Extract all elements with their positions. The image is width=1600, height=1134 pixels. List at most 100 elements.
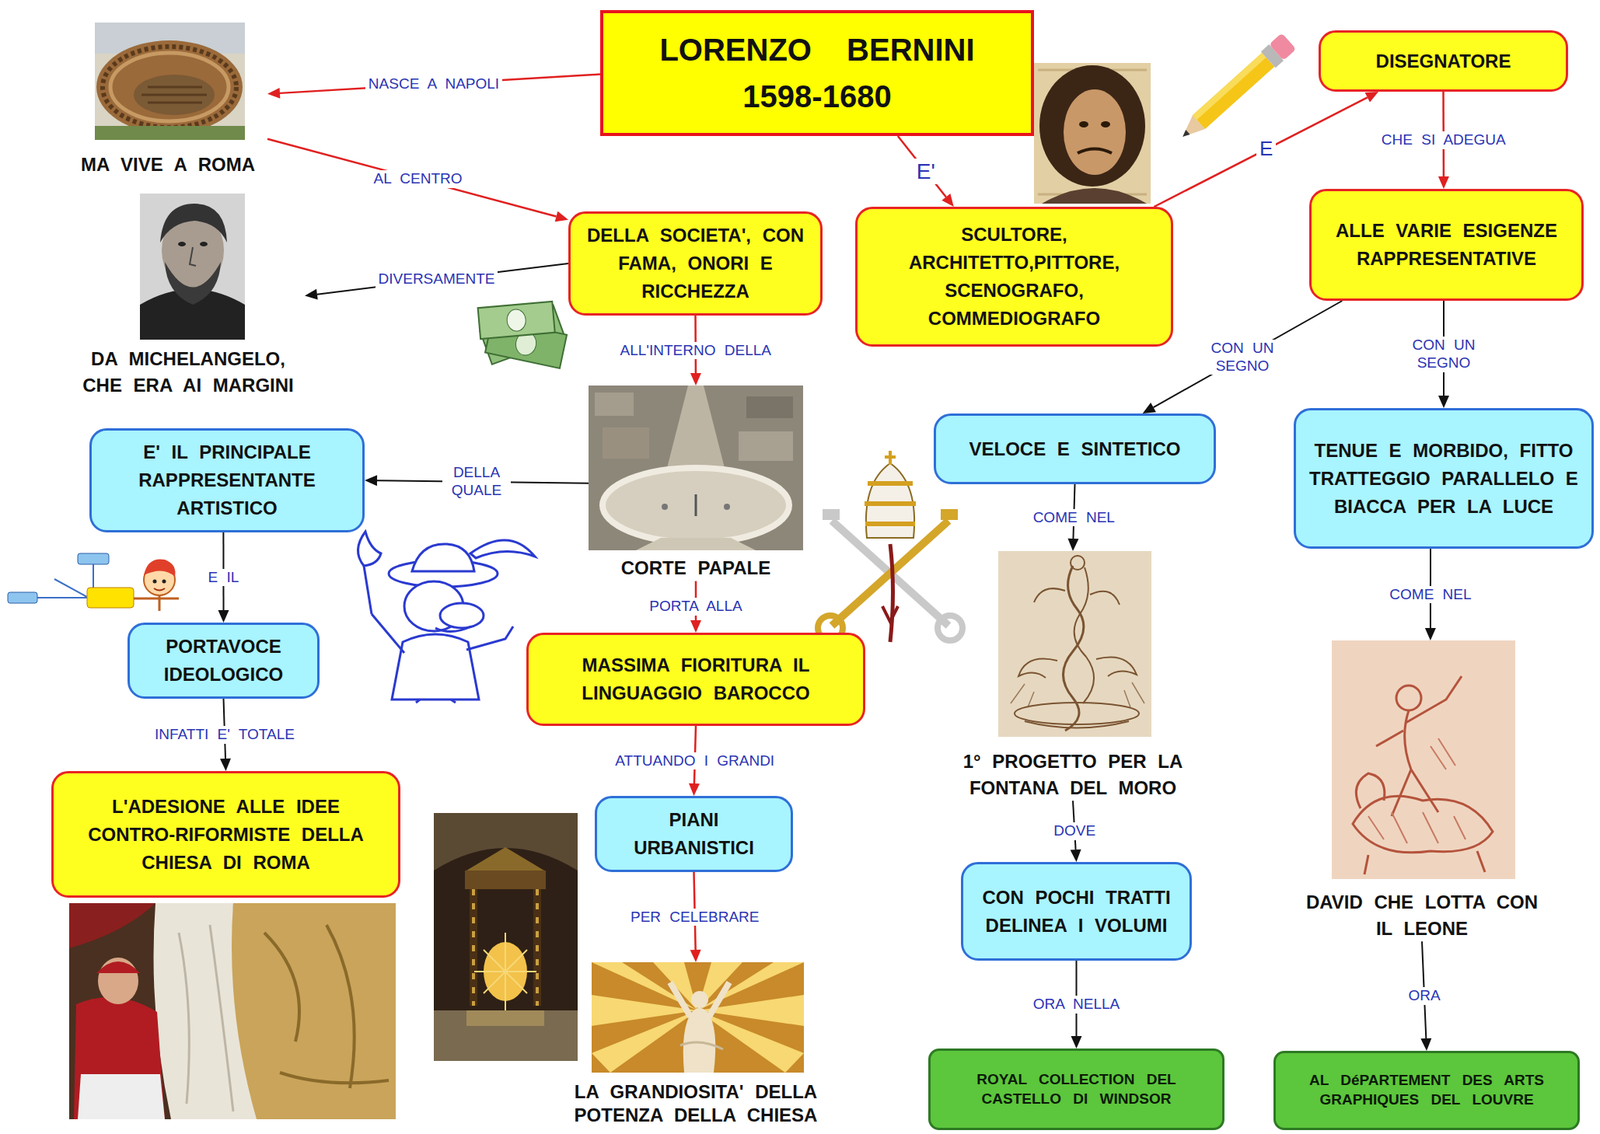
colosseum-photo-part — [94, 125, 245, 140]
arrowhead — [1420, 1038, 1432, 1052]
connector — [304, 263, 569, 301]
box-text: L'ADESIONE ALLE IDEE CONTRO-RIFORMISTE D… — [66, 793, 386, 877]
colosseum-photo-part — [141, 87, 207, 103]
caption-text: DAVID CHE LOTTA CON IL LEONE — [1293, 884, 1551, 942]
colosseum-photo-part — [102, 46, 237, 128]
musketeer-cartoon-part — [470, 540, 535, 559]
cardinal-painting-part — [69, 903, 396, 1120]
title-name: LORENZO BERNINI — [659, 26, 975, 74]
musketeer-cartoon-part — [412, 544, 475, 572]
edge-label: CON UN SEGNO — [1405, 336, 1482, 373]
arrowhead — [1438, 395, 1450, 409]
pencil-icon-part — [1192, 52, 1267, 120]
st-peter-square-photo-part — [602, 468, 790, 543]
edge-label: ORA NELLA — [1030, 995, 1124, 1014]
cardinal-painting-part — [73, 997, 165, 1120]
baldacchino-photo-part — [464, 870, 546, 890]
colosseum-photo-part — [110, 52, 229, 122]
cardinal-painting-part — [227, 903, 396, 1120]
box-text: CON POCHI TRATTI DELINEA I VOLUMI — [975, 883, 1178, 940]
st-peter-square-photo-part — [695, 494, 698, 517]
arrowhead — [304, 289, 318, 301]
caption-text: LA GRANDIOSITA' DELLA POTENZA DELLA CHIE… — [544, 1075, 848, 1128]
edge-label: DIVERSAMENTE — [375, 270, 499, 289]
arrowhead — [1142, 402, 1157, 414]
picture-node: LA GRANDIOSITA' DELLA POTENZA DELLA CHIE… — [544, 962, 848, 1128]
concept-box: ALLE VARIE ESIGENZE RAPPRESENTATIVE — [1309, 188, 1584, 301]
money-icon — [478, 301, 567, 369]
bernini-banknote-portrait-part — [1063, 89, 1126, 175]
statue-glory-photo-part — [591, 962, 804, 1073]
connector-line — [279, 74, 601, 94]
arrowhead — [1438, 176, 1450, 189]
arrowhead — [555, 211, 569, 223]
papal-keys-emblem-part — [864, 483, 916, 525]
papal-keys-emblem-part — [884, 450, 896, 465]
concept-box: PORTAVOCE IDEOLOGICO — [127, 622, 320, 699]
box-text: DISEGNATORE — [1376, 47, 1512, 76]
pencil-icon-part — [1192, 52, 1275, 130]
david-lion-sketch-part — [1331, 640, 1516, 880]
david-lion-sketch-part — [1368, 738, 1466, 844]
baldacchino-photo-part — [433, 1010, 578, 1062]
money-icon-part — [478, 301, 556, 339]
caption-text: 1° PROGETTO PER LA FONTANA DEL MORO — [932, 744, 1213, 801]
concept-box: SCULTORE, ARCHITETTO,PITTORE, SCENOGRAFO… — [855, 206, 1174, 347]
box-text: ALLE VARIE ESIGENZE RAPPRESENTATIVE — [1324, 216, 1569, 273]
papal-keys-emblem-part — [882, 606, 898, 622]
papal-keys-emblem-part — [937, 615, 963, 641]
cardinal-painting-part — [153, 903, 258, 1120]
edge-label: PORTA ALLA — [646, 597, 745, 616]
michelangelo-portrait-part — [199, 241, 208, 247]
musketeer-cartoon-part — [391, 634, 479, 700]
concept-box: TENUE E MORBIDO, FITTO TRATTEGGIO PARALL… — [1293, 408, 1594, 549]
colosseum-photo — [94, 22, 245, 140]
papal-keys-emblem-part — [866, 463, 915, 538]
baldacchino-photo-part — [466, 847, 545, 871]
fountain-sketch-part — [1070, 555, 1085, 570]
arrowhead — [267, 87, 280, 99]
david-lion-sketch-part — [1355, 773, 1384, 809]
st-peter-square-photo-part — [667, 385, 725, 469]
fountain-sketch-part — [1034, 588, 1120, 605]
box-text: VELOCE E SINTETICO — [968, 435, 1181, 464]
cardinal-painting-part — [69, 903, 156, 949]
st-peter-square-photo-part — [594, 392, 634, 416]
box-text: PIANI URBANISTICI — [609, 806, 779, 863]
box-text: TENUE E MORBIDO, FITTO TRATTEGGIO PARALL… — [1308, 436, 1580, 521]
papal-keys-emblem-part — [940, 509, 958, 521]
mind-map-cartoon-part — [7, 592, 38, 604]
box-text: MASSIMA FIORITURA IL LINGUAGGIO BAROCCO — [541, 651, 851, 708]
edge-label: COME NEL — [1386, 586, 1475, 605]
title-box: LORENZO BERNINI1598-1680 — [600, 10, 1035, 137]
musketeer-cartoon-part — [363, 565, 372, 615]
pencil-icon-part — [1180, 129, 1191, 140]
cardinal-painting-part — [178, 925, 234, 1112]
fountain-sketch-part — [1010, 682, 1145, 708]
fountain-sketch-part — [1018, 657, 1137, 679]
concept-box: MASSIMA FIORITURA IL LINGUAGGIO BAROCCO — [526, 632, 866, 727]
cardinal-painting-part — [264, 925, 389, 1089]
arrowhead — [690, 373, 702, 386]
caption-text: DA MICHELANGELO, CHE ERA AI MARGINI — [71, 341, 305, 399]
edge-label: COME NEL — [1030, 509, 1118, 528]
concept-box: PIANI URBANISTICI — [594, 796, 794, 873]
edge-label: NASCE A NAPOLI — [365, 75, 503, 94]
box-text: PORTAVOCE IDEOLOGICO — [142, 632, 305, 689]
arrowhead — [1425, 628, 1436, 641]
box-text: E' IL PRINCIPALE RAPPRESENTANTE ARTISTIC… — [104, 438, 350, 523]
edge-label: PER CELEBRARE — [627, 908, 762, 927]
cardinal-painting-part — [96, 961, 140, 974]
pencil-icon — [1175, 32, 1297, 145]
david-lion-sketch — [1331, 640, 1516, 880]
musketeer-cartoon-part — [357, 531, 381, 566]
edge-label: CHE SI ADEGUA — [1378, 131, 1510, 150]
edge-label: ALL'INTERNO DELLA — [617, 342, 775, 360]
musketeer-cartoon — [357, 531, 535, 703]
money-icon-part-part — [506, 308, 527, 332]
concept-box: CON POCHI TRATTI DELINEA I VOLUMI — [960, 862, 1192, 961]
statue-glory-photo-part — [680, 1042, 724, 1050]
cardinal-painting — [69, 903, 396, 1120]
michelangelo-portrait-part — [178, 241, 186, 247]
